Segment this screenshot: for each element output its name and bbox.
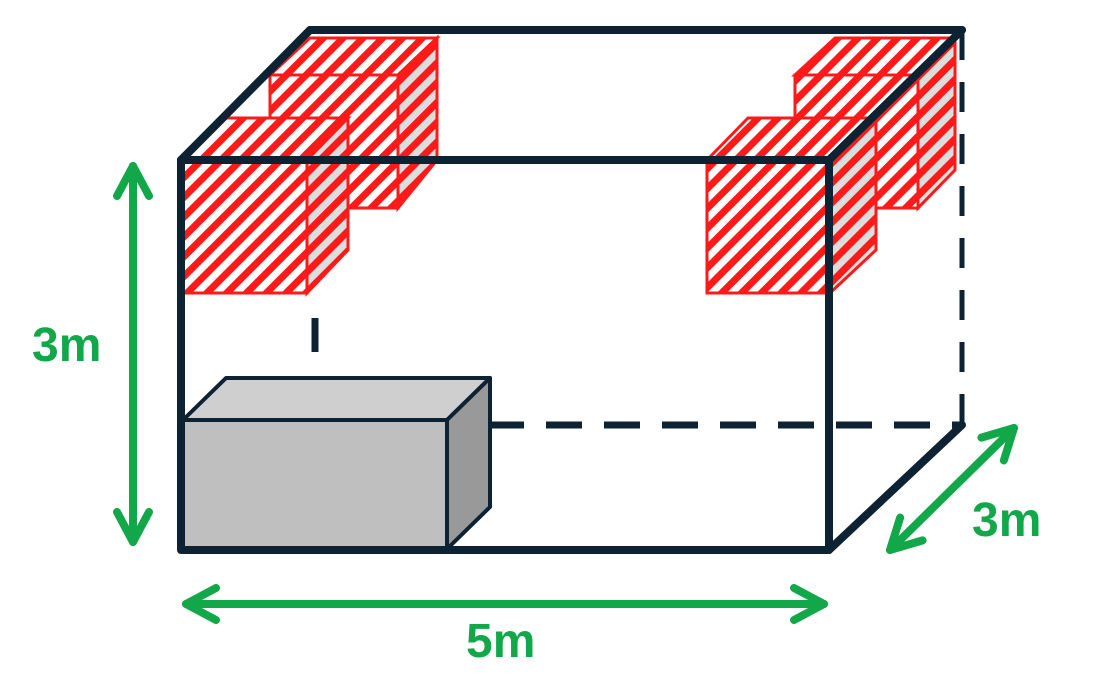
hatched-block-left-front [179, 114, 352, 297]
width-label: 5m [466, 615, 536, 668]
height-label: 3m [32, 319, 102, 372]
dimension-arrows [113, 162, 1018, 624]
depth-arrow [886, 424, 1018, 554]
depth-label: 3m [972, 494, 1042, 547]
room-back-edges [488, 30, 965, 429]
floor-box [181, 376, 492, 551]
